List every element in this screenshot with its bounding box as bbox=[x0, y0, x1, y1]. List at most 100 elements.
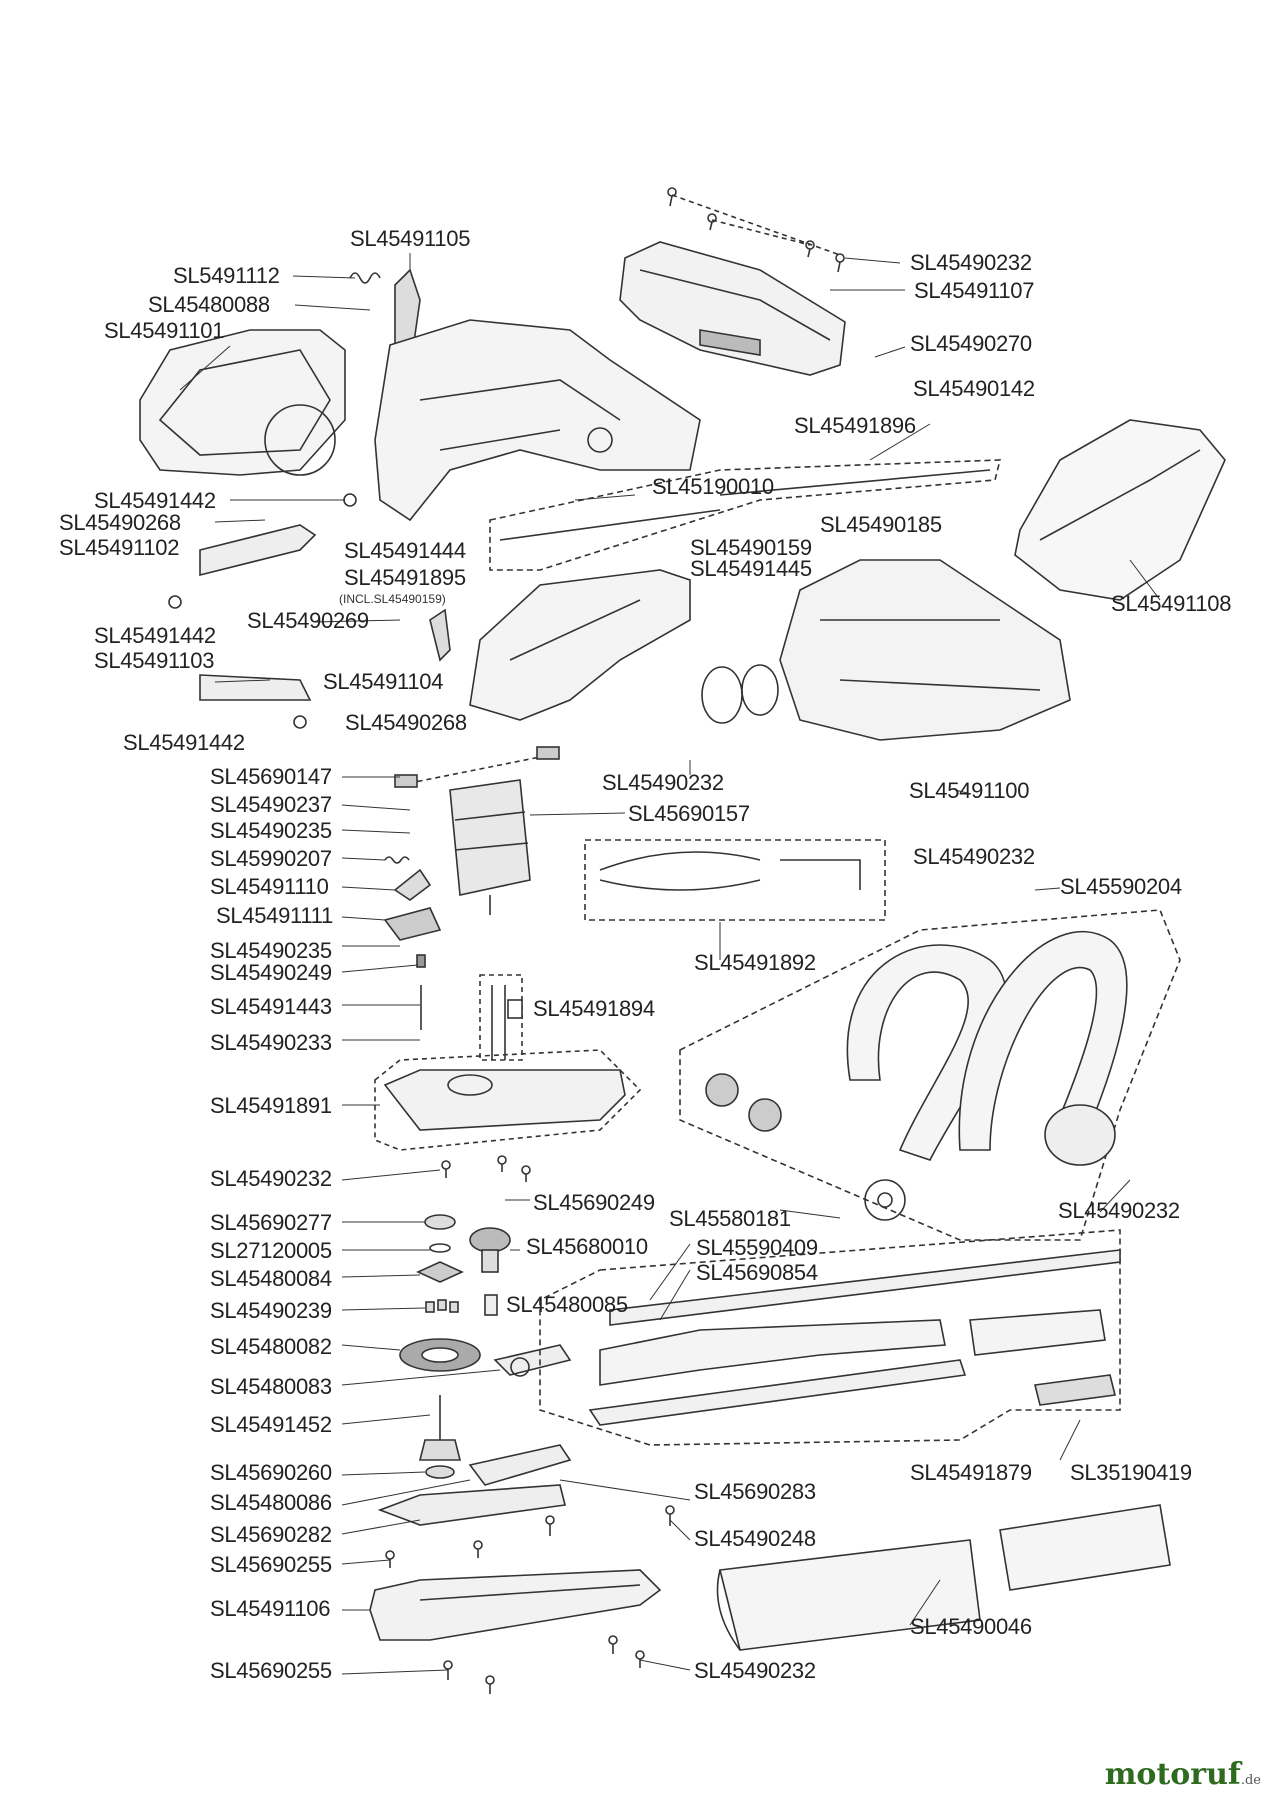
part-label: SL45480086 bbox=[210, 1490, 332, 1515]
bottom-housing bbox=[369, 1569, 662, 1641]
bearing-part bbox=[425, 1465, 455, 1479]
part-label: SL45491894 bbox=[533, 996, 655, 1021]
part-label: SL45491442 bbox=[94, 623, 216, 648]
blade-box bbox=[539, 1229, 1121, 1446]
spring-part bbox=[384, 856, 410, 864]
washer-icon bbox=[343, 493, 357, 507]
part-label: SL45490232 bbox=[913, 844, 1035, 869]
nut-part bbox=[416, 1261, 464, 1283]
part-label: SL45480084 bbox=[210, 1266, 332, 1291]
part-label: SL45491892 bbox=[694, 950, 816, 975]
screw-icon bbox=[521, 1165, 531, 1182]
pin-part bbox=[484, 1294, 498, 1316]
part-label: SL45491108 bbox=[1111, 591, 1232, 616]
part-label: SL45490235 bbox=[210, 818, 332, 843]
knob-part bbox=[748, 1098, 782, 1132]
front-handle bbox=[846, 944, 1007, 1161]
part-label: SL45491106 bbox=[210, 1596, 331, 1621]
bearing-part bbox=[424, 1214, 456, 1230]
part-label: SL45490233 bbox=[210, 1030, 332, 1055]
part-label: SL45480088 bbox=[148, 292, 270, 317]
switch-part bbox=[393, 868, 432, 901]
part-label: SL45690255 bbox=[210, 1552, 332, 1577]
knob-part bbox=[705, 1073, 739, 1107]
screw-icon bbox=[635, 1650, 645, 1668]
handle-box bbox=[584, 839, 886, 921]
main-housing bbox=[374, 319, 701, 522]
part-label: SL45490269 bbox=[247, 608, 369, 633]
part-label: SL45491896 bbox=[794, 413, 916, 438]
part-label: SL45490185 bbox=[820, 512, 942, 537]
part-label: SL45690147 bbox=[210, 764, 332, 789]
screw-icon bbox=[443, 1660, 453, 1680]
brush-holder bbox=[394, 774, 418, 788]
part-label: SL45491442 bbox=[94, 488, 216, 513]
part-label: SL45590409 bbox=[696, 1235, 818, 1260]
top-screw-group bbox=[671, 194, 841, 256]
spring-part bbox=[416, 954, 426, 968]
part-label: SL45490232 bbox=[1058, 1198, 1180, 1223]
seal-ring bbox=[701, 666, 743, 724]
brush-holder bbox=[536, 746, 560, 760]
gear-icon bbox=[469, 1227, 511, 1273]
screw-icon bbox=[667, 187, 677, 207]
blade-part bbox=[969, 1309, 1106, 1356]
part-label: SL45491102 bbox=[59, 535, 180, 560]
part-label: SL45990207 bbox=[210, 846, 332, 871]
plate-part bbox=[1034, 1374, 1116, 1406]
part-label: SL45490232 bbox=[694, 1658, 816, 1683]
guard-part bbox=[1014, 419, 1226, 601]
gear-housing bbox=[383, 1069, 626, 1131]
part-label: SL45491452 bbox=[210, 1412, 332, 1437]
part-label: SL45590204 bbox=[1060, 874, 1182, 899]
part-label: SL45491879 bbox=[910, 1460, 1032, 1485]
shaft-part bbox=[418, 1395, 462, 1461]
part-label: SL45680010 bbox=[526, 1234, 648, 1259]
left-housing bbox=[139, 329, 346, 476]
part-label: SL35190419 bbox=[1070, 1460, 1192, 1485]
part-label: SL45190010 bbox=[652, 474, 774, 499]
part-label: SL45490235 bbox=[210, 938, 332, 963]
part-label: SL45490142 bbox=[913, 376, 1035, 401]
part-label: SL45491111 bbox=[216, 903, 333, 928]
part-label: SL45491442 bbox=[123, 730, 245, 755]
part-label: SL27120005 bbox=[210, 1238, 332, 1263]
blade-part bbox=[599, 1319, 946, 1386]
trigger-part bbox=[429, 608, 451, 662]
part-label: SL45690260 bbox=[210, 1460, 332, 1485]
gear-housing bbox=[374, 1049, 642, 1151]
part-label: SL45491103 bbox=[94, 648, 215, 673]
part-label: SL45490232 bbox=[210, 1166, 332, 1191]
plate-part bbox=[377, 1484, 566, 1526]
screw-icon bbox=[385, 1550, 395, 1568]
pin-part bbox=[425, 1299, 459, 1313]
ring-part bbox=[429, 1243, 451, 1253]
lever-part bbox=[383, 907, 442, 941]
part-label: SL45490159 bbox=[690, 535, 812, 560]
blade-part bbox=[588, 1359, 967, 1426]
part-label: SL45490232 bbox=[910, 250, 1032, 275]
part-label: SL45490268 bbox=[59, 510, 181, 535]
screw-icon bbox=[497, 1155, 507, 1172]
screw-icon bbox=[835, 253, 845, 273]
part-label: SL45490239 bbox=[210, 1298, 332, 1323]
spring-part bbox=[349, 272, 381, 284]
part-label: SL45491101 bbox=[104, 318, 225, 343]
tube-cover bbox=[719, 1539, 981, 1651]
part-label: SL45690283 bbox=[694, 1479, 816, 1504]
part-label: SL45491107 bbox=[914, 278, 1035, 303]
part-label: SL45490046 bbox=[910, 1614, 1032, 1639]
part-label: SL45491443 bbox=[210, 994, 332, 1019]
part-label: SL45690255 bbox=[210, 1658, 332, 1683]
part-label: SL5491112 bbox=[173, 263, 280, 288]
cable-box bbox=[489, 459, 1002, 571]
blade-part bbox=[609, 1249, 1121, 1326]
part-label: SL45480083 bbox=[210, 1374, 332, 1399]
tube-cover bbox=[999, 1504, 1171, 1591]
motor-part bbox=[449, 779, 531, 896]
screw-icon bbox=[805, 240, 815, 258]
part-label: SL45491445 bbox=[690, 556, 812, 581]
part-label: SL45490270 bbox=[910, 331, 1032, 356]
side-frame bbox=[469, 569, 691, 721]
